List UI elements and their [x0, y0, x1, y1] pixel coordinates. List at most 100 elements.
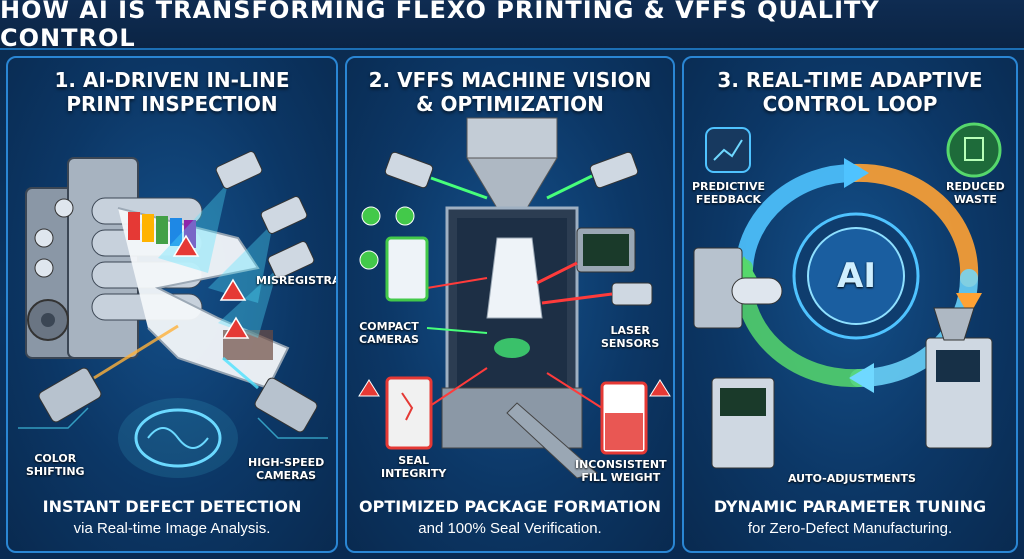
panel-title-line2: CONTROL LOOP [762, 92, 938, 116]
label-line: INCONSISTENT [575, 458, 667, 471]
label-predictive-feedback: PREDICTIVE FEEDBACK [692, 180, 765, 206]
label-line: SEAL [398, 454, 430, 467]
scan-beam [158, 183, 228, 273]
footer-headline: INSTANT DEFECT DETECTION [42, 497, 302, 516]
control-loop-illustration [693, 122, 1002, 469]
camera-icon [384, 151, 434, 189]
ai-label: AI [837, 256, 876, 296]
panel-title-line1: 3. REAL-TIME ADAPTIVE [717, 68, 983, 92]
monitor-screen [583, 234, 629, 266]
unit-screen [936, 350, 980, 382]
arrowhead [956, 293, 982, 316]
label-line: PREDICTIVE [692, 180, 765, 193]
footer-subtext: and 100% Seal Verification. [418, 520, 602, 537]
label-line: SENSORS [601, 337, 660, 350]
footer-subtext: for Zero-Defect Manufacturing. [747, 520, 953, 537]
panel-print-inspection: 1. AI-DRIVEN IN-LINE PRINT INSPECTION [6, 56, 338, 553]
camera-beam [430, 176, 488, 200]
hopper-top [466, 117, 558, 159]
camera-icon [215, 151, 263, 189]
green-scan [494, 338, 530, 358]
cabinet-screen [720, 388, 766, 416]
footer-headline: DYNAMIC PARAMETER TUNING [713, 497, 987, 516]
camera-icon [254, 377, 318, 433]
scan-beam [218, 268, 278, 338]
label-line: FILL WEIGHT [581, 471, 661, 484]
label-line: COMPACT [359, 320, 419, 333]
check-icon [395, 206, 415, 226]
footer-headline: OPTIMIZED PACKAGE FORMATION [358, 497, 662, 516]
forming-bag [486, 237, 543, 319]
label-line: LASER [610, 324, 650, 337]
panel-footer: INSTANT DEFECT DETECTION via Real-time I… [8, 497, 336, 537]
label-reduced-waste: REDUCED WASTE [946, 180, 1005, 206]
label-line: WASTE [953, 193, 997, 206]
camera-icon [589, 151, 639, 189]
unit-funnel [933, 307, 975, 341]
chart-icon [705, 127, 751, 173]
gear-hub [41, 313, 55, 327]
loop-arrow [735, 163, 863, 277]
panel-title-line2: PRINT INSPECTION [66, 92, 278, 116]
color-bar [128, 212, 140, 240]
label-line: INTEGRITY [381, 467, 447, 480]
laser-sensor-icon [611, 282, 653, 306]
good-bag [385, 236, 429, 302]
fill-level [605, 413, 643, 450]
warning-icon [222, 316, 250, 339]
loop-arrow [845, 163, 979, 287]
label-line: CAMERAS [256, 469, 317, 482]
label-line: REDUCED [946, 180, 1005, 193]
panel-control-loop: 3. REAL-TIME ADAPTIVE CONTROL LOOP [682, 56, 1018, 553]
arrowhead [849, 363, 874, 393]
panel-footer: OPTIMIZED PACKAGE FORMATION and 100% Sea… [347, 497, 673, 537]
label-fill-weight: INCONSISTENT FILL WEIGHT [575, 458, 667, 484]
gauge-icon [34, 258, 54, 278]
print-press-illustration [18, 151, 328, 478]
scan-beam [208, 223, 273, 303]
circuit-line [18, 407, 89, 429]
camera-icon [260, 196, 308, 234]
brain-glow [118, 398, 238, 478]
camera-beam [222, 356, 259, 390]
panel-title-line1: 1. AI-DRIVEN IN-LINE [54, 68, 290, 92]
vffs-machine-illustration [358, 117, 671, 479]
laser-beam [546, 372, 603, 409]
panel-title-line1: 2. VFFS MACHINE VISION [368, 68, 652, 92]
gauge-icon [54, 198, 74, 218]
output-chute [506, 402, 599, 479]
label-line: HIGH-SPEED [248, 456, 325, 469]
color-bar [156, 216, 168, 244]
ai-core-inner [807, 227, 905, 325]
seal-crack [401, 392, 414, 421]
panel-title-line2: & OPTIMIZATION [416, 92, 604, 116]
label-high-speed-cameras: HIGH-SPEED CAMERAS [248, 456, 324, 482]
camera-icon [38, 367, 102, 423]
circuit-line [257, 417, 328, 439]
label-line: CAMERAS [359, 333, 419, 346]
panel-title: 2. VFFS MACHINE VISION & OPTIMIZATION [347, 68, 673, 116]
gauge-icon [34, 228, 54, 248]
check-icon [361, 206, 381, 226]
label-compact-cameras: COMPACT CAMERAS [359, 320, 419, 346]
laser-beam [426, 367, 488, 409]
recycle-bin-icon [946, 122, 1002, 178]
color-bar [170, 218, 182, 246]
warning-icon [219, 278, 247, 301]
page-title: HOW AI IS TRANSFORMING FLEXO PRINTING & … [0, 0, 1024, 52]
label-laser-sensors: LASER SENSORS [601, 324, 659, 350]
camera-icon [267, 241, 315, 279]
label-misregistration: MISREGISTRATION [256, 274, 338, 287]
panel-footer: DYNAMIC PARAMETER TUNING for Zero-Defect… [684, 497, 1016, 537]
warning-icon [358, 379, 380, 397]
camera-beam [546, 174, 593, 200]
camera-beam [93, 324, 179, 380]
brain-icon [134, 408, 222, 468]
label-line: FEEDBACK [695, 193, 762, 206]
panel-title: 3. REAL-TIME ADAPTIVE CONTROL LOOP [684, 68, 1016, 116]
label-color-shifting: COLOR SHIFTING [26, 452, 85, 478]
arrowhead [844, 158, 869, 188]
label-line: SHIFTING [26, 465, 85, 478]
bin-shape [964, 137, 984, 161]
